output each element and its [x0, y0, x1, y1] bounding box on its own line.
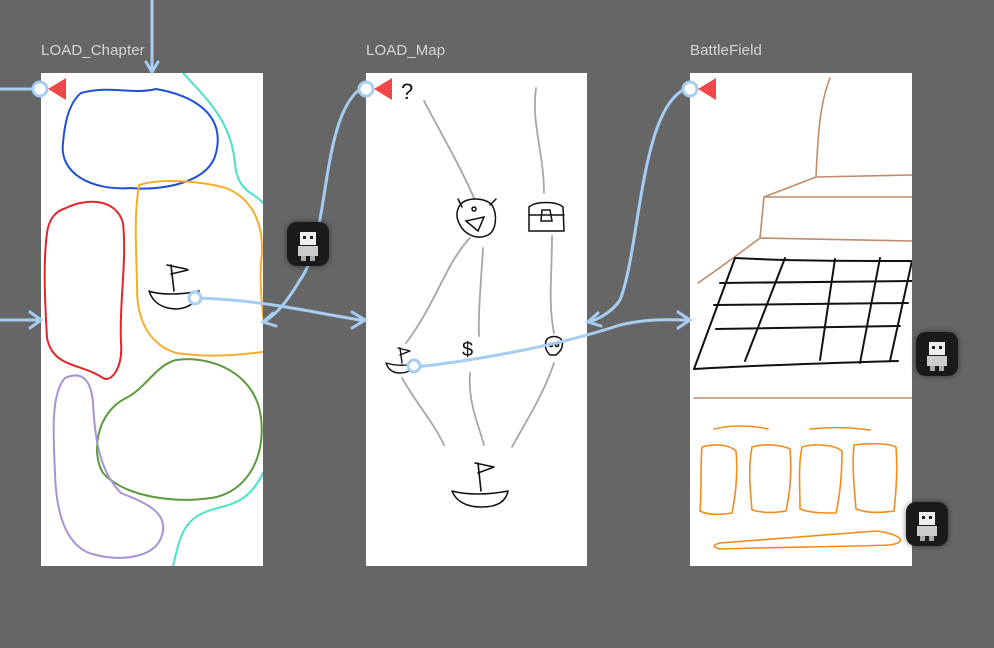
battlefield-sketch: [693, 77, 921, 550]
connector-map-back-to-chapter[interactable]: [262, 87, 362, 324]
collaborator-avatar-1[interactable]: [287, 222, 329, 266]
flag-icon: [698, 78, 716, 100]
frame-title-battlefield[interactable]: BattleField: [690, 42, 762, 59]
battle-grid: [693, 257, 921, 370]
map-dollar-label: $: [462, 339, 473, 361]
card-slots: [699, 425, 902, 550]
robot-avatar-icon: [298, 232, 318, 261]
connector-handle-chapter-boat[interactable]: [187, 290, 203, 306]
start-marker-chapter[interactable]: [31, 78, 66, 100]
connector-chapter-to-map[interactable]: [195, 296, 362, 322]
flag-icon: [374, 78, 392, 100]
frame-battlefield[interactable]: [690, 73, 921, 566]
connector-battlefield-back-to-map[interactable]: [588, 87, 687, 324]
monster-icon: [456, 198, 497, 238]
frame-load-chapter[interactable]: [41, 72, 270, 567]
chest-icon: [528, 201, 565, 232]
start-marker-map[interactable]: [357, 78, 392, 100]
flag-icon: [48, 78, 66, 100]
frame-load-map[interactable]: ? $: [366, 73, 587, 566]
connector-map-to-battlefield[interactable]: [414, 318, 690, 369]
connector-handle-map-boat[interactable]: [406, 358, 422, 374]
robot-avatar-icon: [917, 512, 937, 541]
start-marker-battlefield[interactable]: [681, 78, 716, 100]
frame-title-load-map[interactable]: LOAD_Map: [366, 42, 446, 59]
map-question-label: ?: [401, 79, 413, 104]
map-sketch: ? $: [385, 79, 565, 508]
home-boat-icon: [451, 462, 509, 508]
collaborator-avatar-3[interactable]: [906, 502, 948, 546]
collaborator-avatar-2[interactable]: [916, 332, 958, 376]
robot-avatar-icon: [927, 342, 947, 371]
frame-title-load-chapter[interactable]: LOAD_Chapter: [41, 42, 145, 59]
